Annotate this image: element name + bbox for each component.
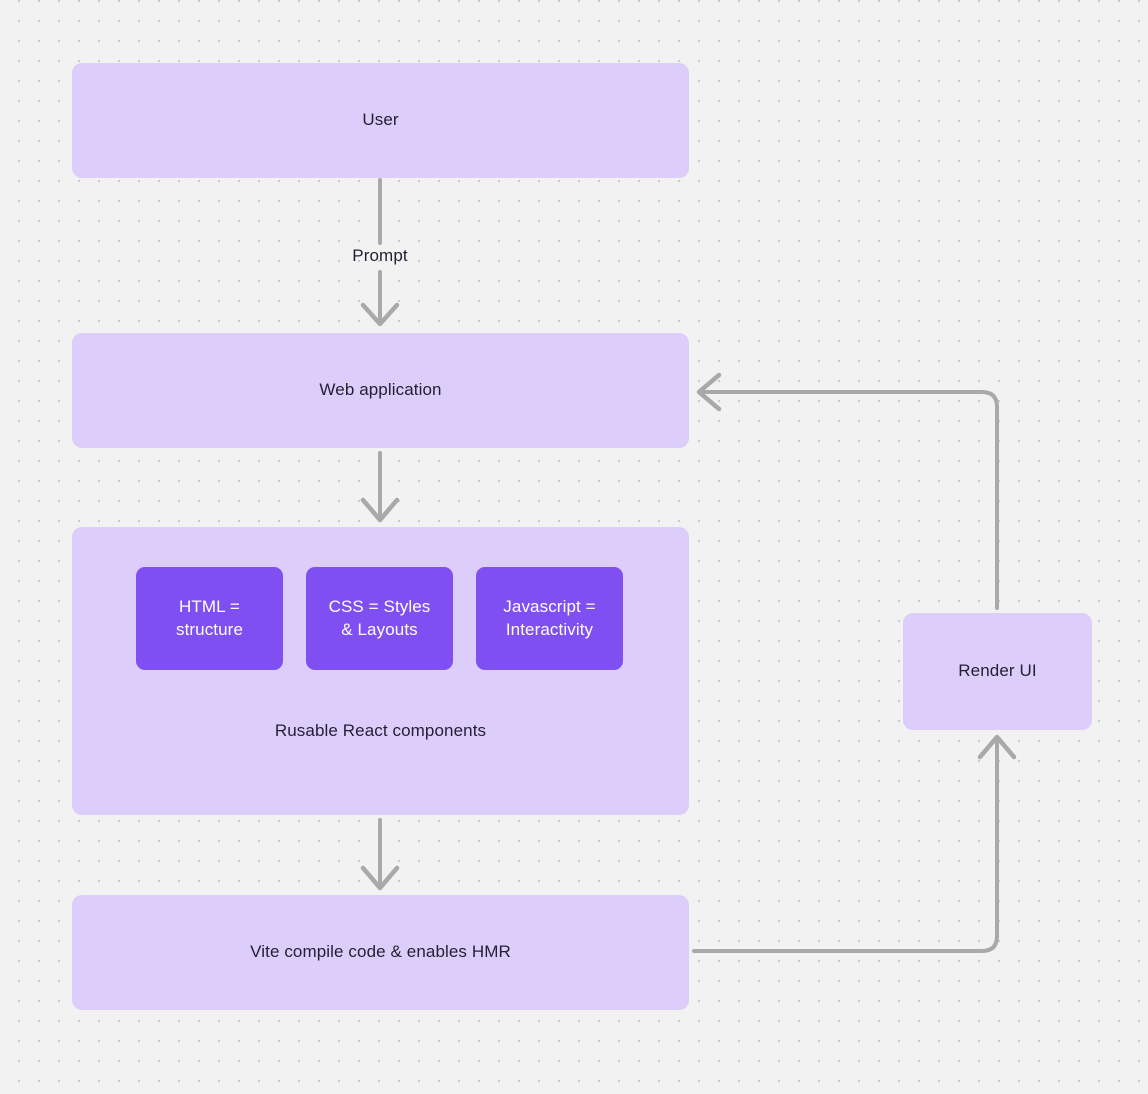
edge-label-prompt: Prompt (352, 246, 408, 265)
node-components-group[interactable]: HTML = structure CSS = Styles & Layouts … (72, 527, 689, 815)
chip-css-label: CSS = Styles & Layouts (328, 596, 431, 639)
edge-components-to-vite (360, 818, 400, 891)
chip-css[interactable]: CSS = Styles & Layouts (306, 567, 453, 670)
node-components-group-caption: Rusable React components (274, 721, 487, 740)
edge-vite-to-render-ui (692, 734, 1017, 953)
node-user[interactable]: User (72, 63, 689, 178)
edge-webapp-to-components (360, 451, 400, 523)
node-vite[interactable]: Vite compile code & enables HMR (72, 895, 689, 1010)
chip-javascript[interactable]: Javascript = Interactivity (476, 567, 623, 670)
edge-render-ui-to-webapp (696, 372, 999, 610)
chip-html-label: HTML = structure (175, 596, 244, 639)
node-user-label: User (362, 110, 399, 130)
node-render-ui[interactable]: Render UI (903, 613, 1092, 730)
node-vite-label: Vite compile code & enables HMR (250, 942, 511, 962)
node-web-application-label: Web application (319, 380, 442, 400)
node-web-application[interactable]: Web application (72, 333, 689, 448)
node-render-ui-label: Render UI (958, 661, 1037, 681)
chip-html[interactable]: HTML = structure (136, 567, 283, 670)
chip-javascript-label: Javascript = Interactivity (503, 596, 596, 639)
